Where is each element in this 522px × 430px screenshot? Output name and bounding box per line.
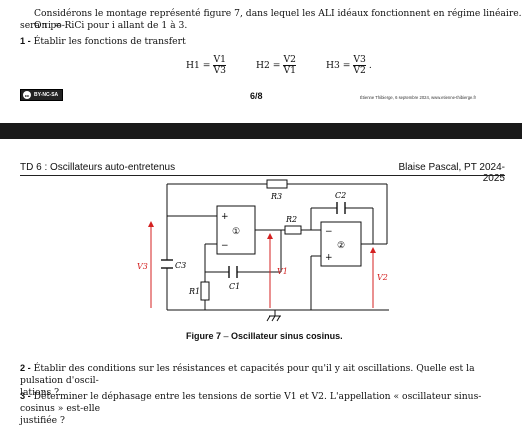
label-c3: C3	[175, 261, 186, 270]
resistor-r2	[284, 225, 302, 235]
opamp-2-label: ②	[337, 241, 345, 251]
h1-lhs: H1 =	[186, 59, 211, 71]
intro-paragraph-line1: Considérons le montage représenté figure…	[34, 8, 522, 31]
license-badge-label: BY-NC-SA	[34, 92, 59, 98]
header-right: Blaise Pascal, PT 2024-2025	[398, 162, 505, 184]
ground-icon	[266, 315, 281, 322]
question-3-number: 3 -	[20, 391, 31, 401]
capacitor-c3	[161, 259, 173, 269]
label-v3: V3	[137, 262, 148, 271]
h3-denominator: V2	[353, 65, 366, 76]
label-r1: R1	[188, 287, 200, 296]
label-c2: C2	[335, 191, 346, 200]
capacitor-c2	[336, 202, 346, 214]
question-3-text-line2: justifiée ?	[20, 415, 65, 426]
header-left: TD 6 : Oscillateurs auto-entretenus	[20, 162, 176, 173]
transfer-h2: H2 = V2 V1	[256, 55, 296, 76]
figure-caption-title: Oscillateur sinus cosinus.	[231, 331, 343, 341]
transfer-h3: H3 = V3 V2 .	[325, 54, 372, 76]
label-c1: C1	[229, 282, 240, 291]
h1-numerator: V1	[213, 54, 226, 66]
h1-denominator: V3	[213, 65, 226, 76]
opamp-1	[216, 205, 256, 255]
figure-caption-sep: –	[221, 331, 232, 341]
opamp-2	[320, 221, 362, 267]
h2-lhs: H2 =	[255, 59, 281, 71]
question-2-text-line2: lations ?	[20, 387, 60, 398]
label-r3: R3	[270, 192, 282, 201]
intro-paragraph-line2: sera τi = RiCi pour i allant de 1 à 3.	[20, 20, 188, 31]
transfer-h1: H1 = V1 V3	[186, 55, 226, 76]
page-number: 6/8	[250, 91, 263, 101]
figure-caption: Figure 7 – Oscillateur sinus cosinus.	[186, 331, 343, 341]
question-1-number: 1 -	[20, 36, 31, 46]
question-2: 2 - Établir des conditions sur les résis…	[20, 362, 510, 399]
h3-numerator: V3	[353, 54, 366, 66]
h2-numerator: V2	[283, 54, 296, 66]
question-2-number: 2 -	[20, 363, 31, 373]
opamp-2-plus: +	[325, 253, 333, 263]
h3-lhs: H3 =	[325, 59, 351, 71]
capacitor-c1	[228, 266, 238, 278]
question-2-text-line1: Établir des conditions sur les résistanc…	[20, 363, 475, 386]
footer-author: Étienne Thibierge, 6 septembre 2024, www…	[360, 95, 477, 100]
creative-commons-icon: cc	[23, 91, 31, 99]
figure-caption-number: Figure 7	[186, 331, 222, 341]
opamp-1-plus: +	[221, 212, 229, 222]
question-3-text-line1: Déterminer le déphasage entre les tensio…	[20, 391, 482, 414]
page-separator	[0, 123, 522, 139]
license-badge[interactable]: cc BY-NC-SA	[20, 89, 64, 101]
label-r2: R2	[285, 215, 297, 224]
h2-denominator: V1	[283, 65, 296, 76]
question-1: 1 - Établir les fonctions de transfert	[20, 35, 186, 48]
circuit-diagram: + − ① − + ② R3 R2 C2 C3 C1 R1 V3 V1 V2	[137, 179, 389, 322]
opamp-2-minus: −	[325, 227, 333, 237]
label-v1: V1	[277, 267, 288, 276]
opamp-1-minus: −	[221, 241, 229, 251]
opamp-1-label: ①	[232, 227, 240, 237]
resistor-r3	[266, 179, 288, 189]
label-v2: V2	[377, 273, 388, 282]
transfer-functions: H1 = V1 V3 H2 = V2 V1 H3 = V3 V2 .	[186, 55, 372, 76]
header-rule	[20, 175, 505, 176]
question-1-text: Établir les fonctions de transfert	[33, 36, 186, 47]
resistor-r1	[200, 281, 210, 301]
question-3: 3 - Déterminer le déphasage entre les te…	[20, 390, 510, 427]
